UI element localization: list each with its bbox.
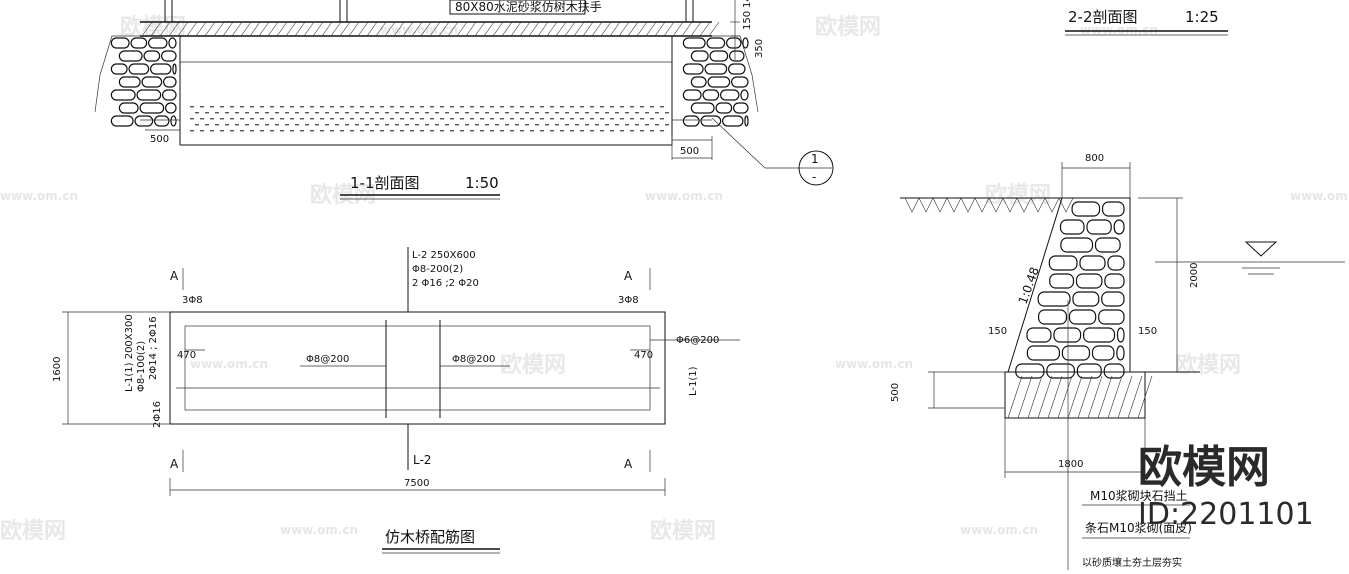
brand-id: ID:2201101	[1138, 497, 1314, 532]
rebar-spacing-right: Φ6@200	[676, 335, 719, 346]
beam-l1-stirrup: Φ8-100(2)	[136, 341, 147, 392]
dim-1-1-top: 14	[742, 0, 753, 8]
section-mark-a: A	[170, 269, 179, 283]
beam-l1-right-label: L-1(1)	[688, 366, 699, 396]
dim-2-2-top: 800	[1085, 153, 1104, 164]
label-2phi16: 2Φ16	[152, 401, 163, 428]
watermark-url: www.om.cn	[1080, 23, 1158, 37]
watermark-brand: 欧模网	[650, 518, 716, 544]
watermark-url: www.om.cn	[280, 523, 358, 537]
dim-1-1-left: 500	[150, 134, 169, 145]
note-compacted-soil: 以砂质壤土夯土层夯实	[1082, 556, 1182, 569]
dim-1-1-right: 500	[680, 146, 699, 157]
watermark-brand: 欧模网	[815, 14, 881, 40]
callout-number: 1	[811, 152, 819, 166]
watermark-url: www.om.cn	[835, 357, 913, 371]
note-masonry-wall: M10浆砌块石挡土	[1090, 488, 1188, 503]
dim-2-2-500: 500	[890, 383, 901, 402]
section-2-2-scale: 1:25	[1185, 8, 1219, 26]
section-2-2-title: 2-2剖面图	[1068, 8, 1138, 26]
section-1-1-drawing: 80X80水泥砂浆仿树木扶手 500 500 14 150 350	[94, 0, 834, 200]
watermark-url: www.om.cn	[380, 23, 458, 37]
brand-stamp: 欧模网 ID:2201101	[1138, 442, 1314, 532]
beam-l2-label: L-2 250X600	[412, 250, 476, 261]
dim-2-2-bottom: 1800	[1058, 459, 1083, 470]
watermark-brand: 欧模网	[0, 518, 66, 544]
callout-sub: -	[812, 170, 816, 184]
watermark-layer: 欧模网 欧模网 欧模网 欧模网 欧模网 欧模网 欧模网 欧模网 www.om.c…	[0, 14, 1349, 544]
rebar-plan-title: 仿木桥配筋图	[385, 528, 475, 546]
bar-3phi8-left: 3Φ8	[182, 295, 203, 306]
beam-l1-label: L-1(1) 200X300	[124, 314, 135, 392]
bar-length-right: 470	[634, 350, 653, 361]
dim-1-1-350: 350	[754, 39, 765, 58]
beam-l2-bottom-label: L-2	[413, 453, 431, 467]
rebar-spacing-mid: Φ8@200	[452, 354, 495, 365]
bar-3phi8-right: 3Φ8	[618, 295, 639, 306]
beam-l2-stirrup: Φ8-200(2)	[412, 264, 463, 275]
dim-plan-width: 1600	[52, 357, 63, 382]
note-stone-facing: 条石M10浆砌(面皮)	[1085, 520, 1192, 535]
watermark-url: www.om.cn	[190, 357, 268, 371]
watermark-brand: 欧模网	[500, 352, 566, 378]
dim-2-2-150-left: 150	[988, 326, 1007, 337]
section-callout-circle	[798, 150, 834, 186]
watermark-brand: 欧模网	[1175, 352, 1241, 378]
section-1-1-title: 1-1剖面图	[350, 174, 420, 192]
bar-length-left: 470	[177, 350, 196, 361]
handrail-note: 80X80水泥砂浆仿树木扶手	[455, 0, 602, 14]
brand-name: 欧模网	[1138, 442, 1270, 493]
section-1-1-scale: 1:50	[465, 174, 499, 192]
section-mark-a: A	[170, 457, 179, 471]
rebar-plan-drawing: A A A A L-2 250X600 Φ8-200(2) 2 Φ16 ;2 Φ…	[52, 247, 740, 554]
beam-l2-bars: 2 Φ16 ;2 Φ20	[412, 278, 479, 289]
section-mark-a: A	[624, 269, 633, 283]
beam-l1-bars: 2Φ14 ; 2Φ16	[148, 316, 159, 380]
rebar-spacing-left: Φ8@200	[306, 354, 349, 365]
section-2-2-drawing: 2-2剖面图 1:25 800 2000 1:0.48 150 150	[890, 8, 1345, 570]
dim-1-1-150: 150	[742, 11, 753, 30]
watermark-url: www.om.cn	[645, 189, 723, 203]
watermark-url: www.om.cn	[1290, 189, 1349, 203]
watermark-url: www.om.cn	[960, 523, 1038, 537]
dim-2-2-height: 2000	[1189, 263, 1200, 288]
watermark-brand: 欧模网	[985, 182, 1051, 208]
section-mark-a: A	[624, 457, 633, 471]
dim-2-2-150-right: 150	[1138, 326, 1157, 337]
watermark-url: www.om.cn	[0, 189, 78, 203]
dim-plan-length: 7500	[404, 478, 429, 489]
